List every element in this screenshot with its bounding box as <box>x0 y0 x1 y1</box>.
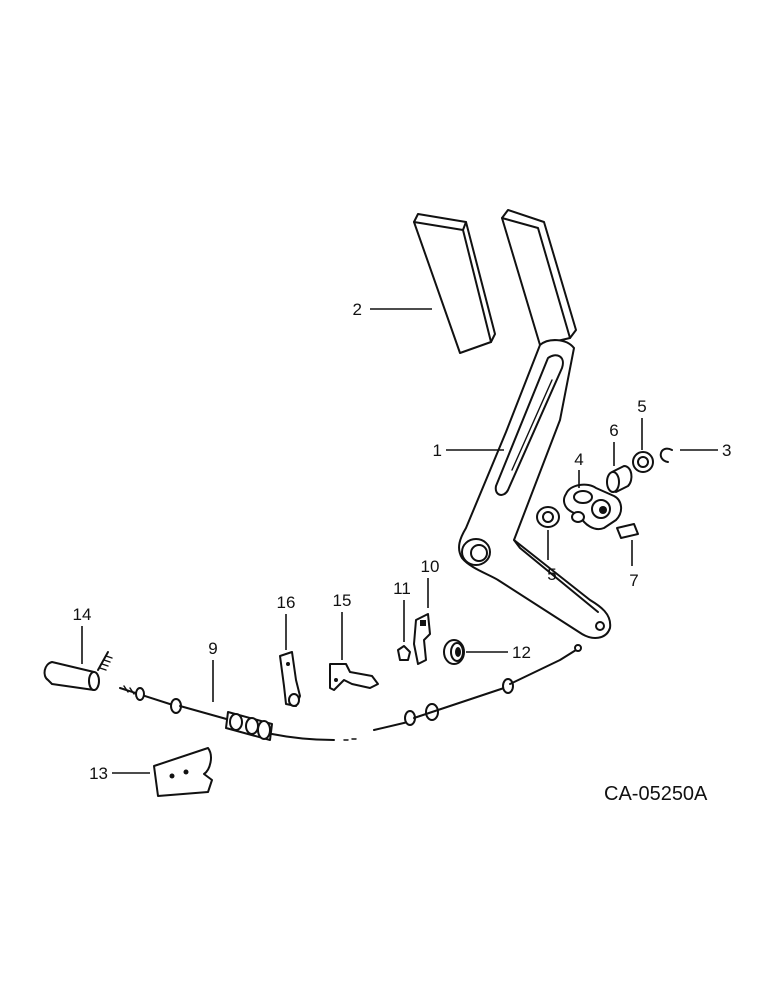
cable-part <box>119 644 582 741</box>
washer-part-left <box>536 506 560 528</box>
callout-10: 10 <box>421 557 440 576</box>
bushing-part <box>606 465 633 493</box>
callout-6: 6 <box>609 421 618 440</box>
pedal-pad-part <box>413 213 496 354</box>
callout-16: 16 <box>277 593 296 612</box>
bracket-part-15 <box>329 663 379 691</box>
pin-part <box>43 651 113 691</box>
callout-15: 15 <box>333 591 352 610</box>
callout-4: 4 <box>574 450 583 469</box>
washer-part-right <box>632 451 654 473</box>
bracket-part-16 <box>279 651 301 707</box>
callout-2: 2 <box>353 300 362 319</box>
callout-labels: 2 1 3 4 5 6 5 7 10 11 12 15 16 14 9 13 <box>73 300 732 783</box>
drawing-id-label: CA-05250A <box>604 783 708 805</box>
clip-part-11 <box>397 645 411 661</box>
retaining-clip-part <box>659 447 673 463</box>
callout-13: 13 <box>89 764 108 783</box>
clip-part-10 <box>413 613 431 665</box>
leader-lines <box>81 308 718 774</box>
callout-3: 3 <box>722 441 731 460</box>
callout-9: 9 <box>208 639 217 658</box>
pedal-arm-part <box>458 209 612 639</box>
callout-1: 1 <box>433 441 442 460</box>
mounting-plate-part <box>153 747 213 797</box>
callout-12: 12 <box>512 643 531 662</box>
callout-11: 11 <box>393 579 411 598</box>
callout-7: 7 <box>629 571 638 590</box>
grommet-part <box>443 639 465 665</box>
callout-14: 14 <box>73 605 92 624</box>
callout-5-lower: 5 <box>547 565 556 584</box>
key-part <box>616 523 639 539</box>
callout-5-upper: 5 <box>637 397 646 416</box>
pivot-bracket-part <box>563 483 622 530</box>
